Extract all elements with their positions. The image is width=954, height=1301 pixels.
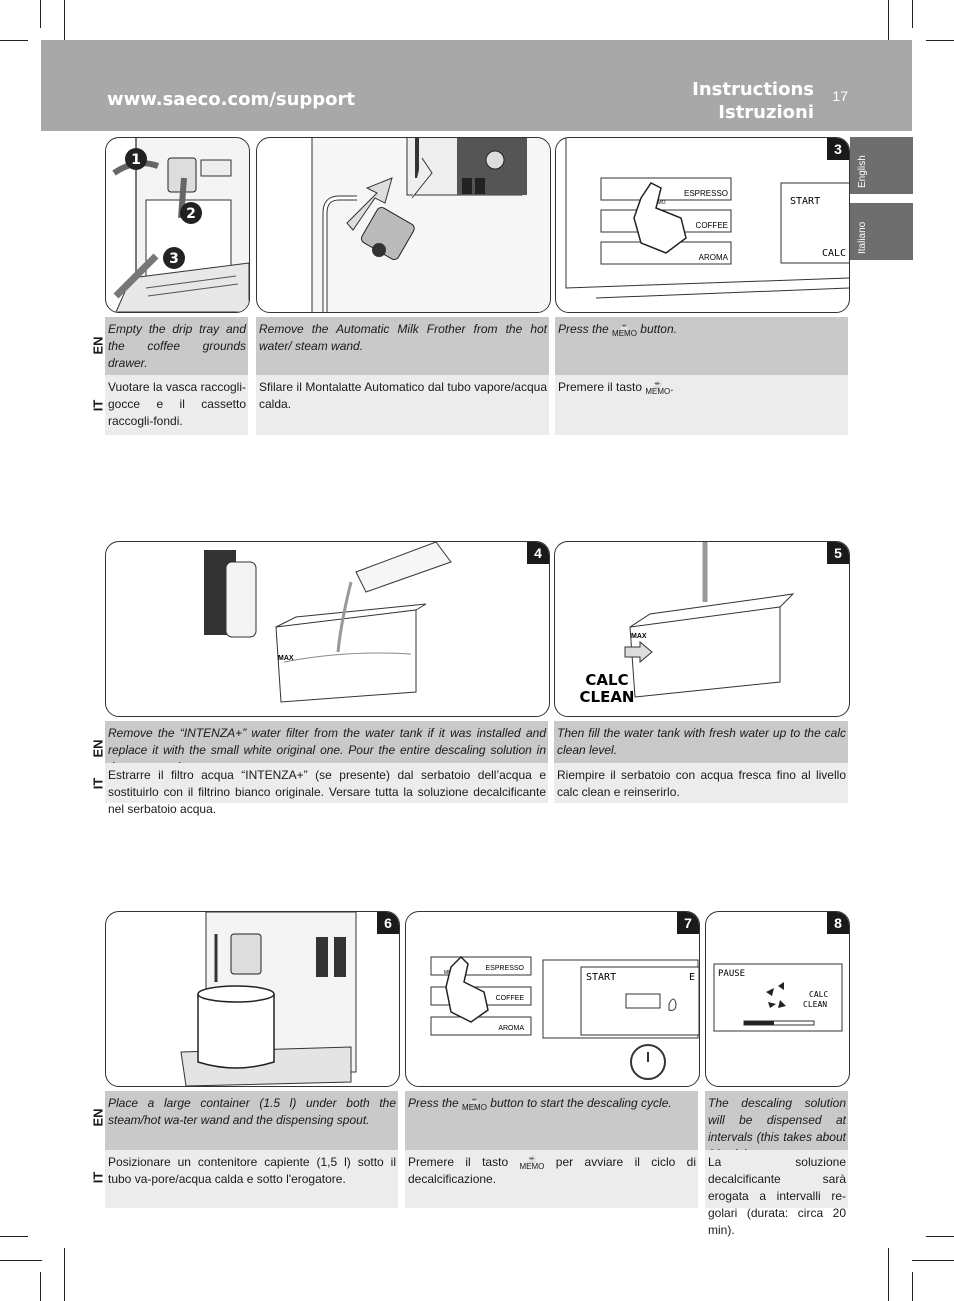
- step-7-text-en: Press the ☕MEMO button to start the desc…: [405, 1091, 698, 1150]
- hand-pointer-icon: [633, 182, 687, 254]
- water-drop-icon: [668, 998, 677, 1011]
- tank-max-label: MAX: [278, 655, 294, 662]
- step-3-illustration: 3 ESPRESSO COFFEE AROMA MEMO START CALC: [555, 137, 850, 313]
- step-8-illustration: 8 PAUSE CALC CLEAN: [705, 911, 850, 1087]
- water-fill-drawing: MAX CALC CLEAN: [580, 542, 795, 706]
- hand-pointer-icon: [445, 955, 489, 1023]
- lang-label-it: IT: [90, 777, 106, 790]
- step-4-illustration: 4 MAX: [105, 541, 550, 717]
- milk-frother-drawing: [311, 138, 550, 312]
- step-2-text-en: Remove the Automatic Milk Frother from t…: [256, 317, 549, 375]
- step-5-text-it: Riempire il serbatoio con acqua fresca f…: [554, 763, 848, 803]
- step-6-text-it: Posizionare un contenitore capiente (1,5…: [105, 1150, 398, 1208]
- step-badge: 7: [677, 912, 699, 934]
- step-badge: 3: [827, 138, 849, 160]
- control-panel-drawing: ESPRESSO COFFEE AROMA MEMO START CALC: [565, 138, 849, 299]
- lang-label-it: IT: [90, 399, 106, 412]
- title-it: Istruzioni: [718, 102, 814, 123]
- callout-1: 1: [131, 152, 141, 168]
- espresso-label: ESPRESSO: [684, 189, 728, 198]
- memo-button-icon: ☕MEMO: [612, 321, 637, 338]
- step-6-text-en: Place a large container (1.5 l) under bo…: [105, 1091, 398, 1150]
- lang-label-en: EN: [90, 1108, 106, 1127]
- progress-bar: [744, 1021, 774, 1025]
- step-badge: 4: [527, 542, 549, 564]
- callout-2: 2: [186, 206, 196, 222]
- step-8-text-en: The descaling solution will be dispensed…: [705, 1091, 848, 1161]
- screen-pause: PAUSE: [718, 969, 745, 979]
- aroma-label: AROMA: [498, 1025, 524, 1032]
- header-title: Instructions Istruzioni: [692, 78, 814, 124]
- screen-clean: CLEAN: [803, 1000, 827, 1009]
- aroma-label: AROMA: [699, 253, 729, 262]
- calc-label: CALC: [585, 671, 628, 689]
- descaling-arrows-icon: [766, 982, 786, 1008]
- title-en: Instructions: [692, 79, 814, 100]
- page-header: www.saeco.com/support Instructions Istru…: [41, 40, 912, 131]
- step-1-illustration: 1 1 2 3: [105, 137, 250, 313]
- step-3-text-en: Press the ☕MEMO button.: [555, 317, 848, 375]
- step-badge: 8: [827, 912, 849, 934]
- screen-calc: CALC: [822, 248, 846, 259]
- lang-tab-english[interactable]: English: [850, 137, 913, 194]
- lang-tab-italiano[interactable]: Italiano: [850, 203, 913, 260]
- start-descaling-drawing: ESPRESSO COFFEE AROMA MEMO START E: [430, 955, 699, 1080]
- clean-label: CLEAN: [580, 688, 635, 706]
- step-1-text-it: Vuotare la vasca raccogli-gocce e il cas…: [105, 375, 248, 435]
- step-badge: 6: [377, 912, 399, 934]
- step-1-text-en: Empty the drip tray and the coffee groun…: [105, 317, 248, 375]
- memo-button-icon: ☕MEMO: [462, 1095, 487, 1112]
- descaler-pour-drawing: MAX: [204, 542, 452, 703]
- page-number: 17: [832, 88, 848, 104]
- screen-e: E: [689, 972, 695, 983]
- coffee-machine-drawing: 1 2 3: [112, 138, 249, 312]
- screen-start: START: [586, 972, 616, 983]
- screen-calc: CALC: [809, 990, 828, 999]
- step-4-text-en: Remove the “INTENZA+” water filter from …: [105, 721, 548, 774]
- step-2-text-it: Sfilare il Montalatte Automatico dal tub…: [256, 375, 549, 435]
- memo-button-icon: ☕MEMO: [645, 379, 671, 396]
- step-8-text-it: La soluzione decalcificante sarà erogata…: [705, 1150, 848, 1237]
- coffee-label: COFFEE: [696, 221, 728, 230]
- memo-button-icon: ☕MEMO: [519, 1154, 545, 1171]
- step-4-text-it: Estrarre il filtro acqua “INTENZA+” (se …: [105, 763, 548, 816]
- tank-max-label: MAX: [631, 633, 647, 640]
- coffee-label: COFFEE: [496, 995, 525, 1002]
- step-7-text-it: Premere il tasto ☕MEMO per avviare il ci…: [405, 1150, 698, 1208]
- lang-label-en: EN: [90, 336, 106, 355]
- container-placement-drawing: [180, 912, 357, 1086]
- step-3-text-it: Premere il tasto ☕MEMO.: [555, 375, 848, 435]
- espresso-label: ESPRESSO: [485, 965, 524, 972]
- step-5-text-en: Then fill the water tank with fresh wate…: [554, 721, 848, 763]
- step-7-illustration: 7 ESPRESSO COFFEE AROMA MEMO START E: [405, 911, 700, 1087]
- step-2-illustration: 2: [256, 137, 551, 313]
- step-6-illustration: 6: [105, 911, 400, 1087]
- lang-label-en: EN: [90, 739, 106, 758]
- lang-label-it: IT: [90, 1171, 106, 1184]
- callout-3: 3: [169, 251, 179, 267]
- step-badge: 5: [827, 542, 849, 564]
- screen-start: START: [790, 196, 820, 207]
- support-url[interactable]: www.saeco.com/support: [107, 89, 356, 110]
- step-5-illustration: 5 MAX CALC CLEAN: [554, 541, 850, 717]
- descaling-screen-drawing: PAUSE CALC CLEAN: [713, 963, 843, 1032]
